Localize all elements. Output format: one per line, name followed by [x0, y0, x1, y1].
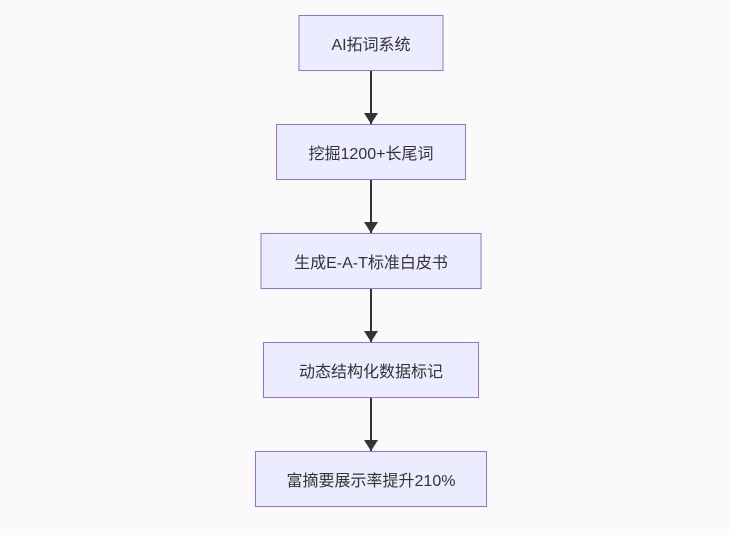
flowchart-node-step-2: 挖掘1200+长尾词: [276, 124, 466, 180]
arrow-down-icon: [370, 289, 372, 342]
flowchart-node-step-3: 生成E-A-T标准白皮书: [260, 233, 482, 289]
flowchart-node-step-5: 富摘要展示率提升210%: [255, 451, 487, 507]
arrow-down-icon: [370, 180, 372, 233]
flowchart-node-step-1: AI拓词系统: [298, 15, 444, 71]
arrow-down-icon: [370, 71, 372, 124]
flowchart-node-step-4: 动态结构化数据标记: [263, 342, 479, 398]
arrow-down-icon: [370, 398, 372, 451]
